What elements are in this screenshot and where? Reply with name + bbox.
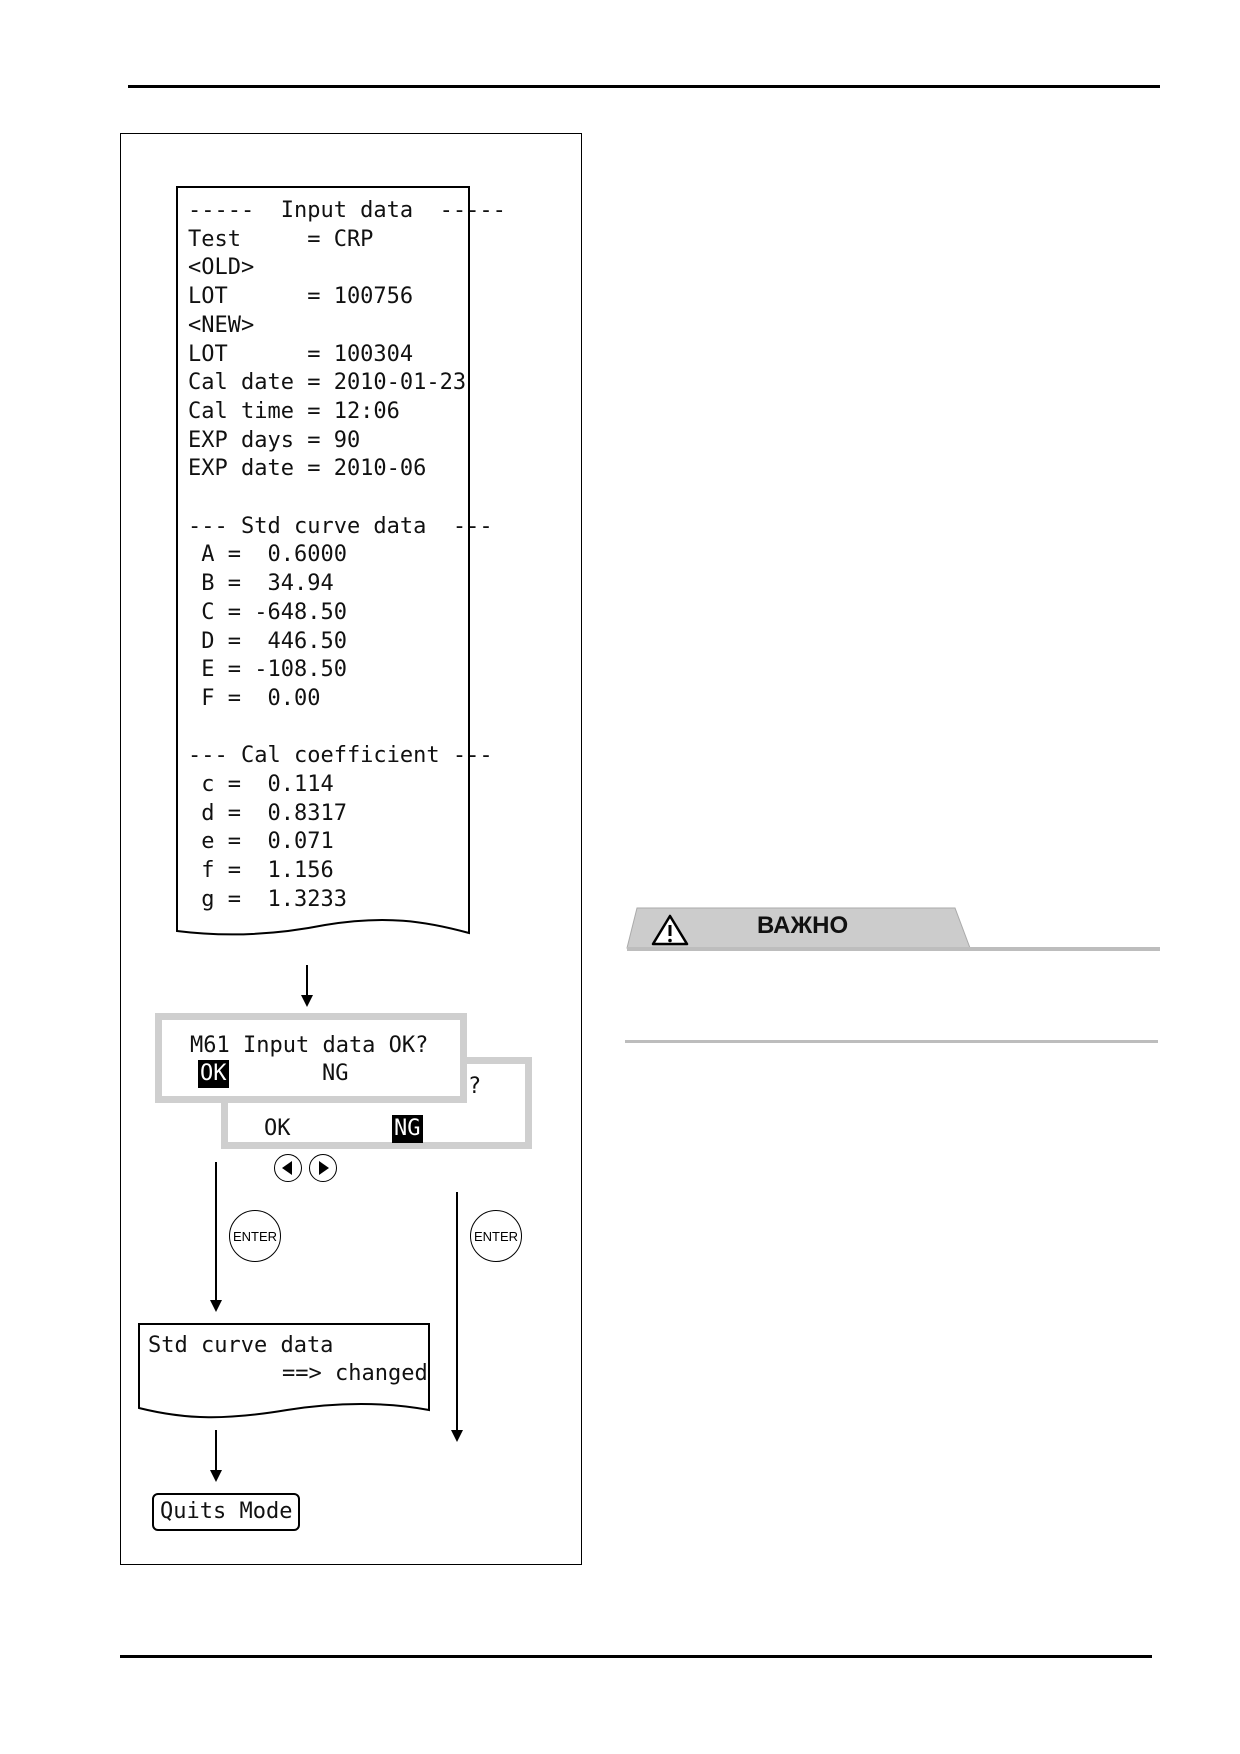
printout-line: F = 0.00 xyxy=(188,685,321,711)
quit-arrow xyxy=(210,1430,222,1482)
printout-line: ----- Input data ----- xyxy=(188,198,506,223)
printout-line: C = -648.50 xyxy=(188,599,347,625)
lcd-screen-ok-selected: M61 Input data OK? OK NG xyxy=(155,1013,467,1103)
printout-line: f = 1.156 xyxy=(188,858,334,884)
lcd-back-ok-option[interactable]: OK xyxy=(264,1116,291,1141)
printout-paper xyxy=(176,186,470,936)
printout-line: e = 0.071 xyxy=(188,829,334,855)
right-arrow-icon xyxy=(319,1161,329,1175)
printout-line: Cal date = 2010-01-23 xyxy=(188,370,467,396)
printout-line: LOT = 100304 xyxy=(188,341,414,367)
left-arrow-button[interactable] xyxy=(274,1154,302,1182)
right-branch-arrow xyxy=(451,1192,463,1442)
right-arrow-button[interactable] xyxy=(309,1154,337,1182)
header-rule xyxy=(128,85,1160,88)
printout-line: <OLD> xyxy=(188,255,255,281)
warning-banner xyxy=(626,907,1160,951)
printout-line: EXP date = 2010-06 xyxy=(188,456,427,482)
printout-line: g = 1.3233 xyxy=(188,886,347,912)
printout-line: Cal time = 12:06 xyxy=(188,398,400,424)
figure-frame xyxy=(120,133,582,1565)
printout-line: --- Std curve data --- xyxy=(188,513,493,539)
printout-line: D = 446.50 xyxy=(188,628,347,654)
result-printout-text: Std curve data ==> changed xyxy=(148,1332,428,1388)
printout-line: Test = CRP xyxy=(188,226,374,252)
printout-line: E = -108.50 xyxy=(188,657,347,683)
printout-line: EXP days = 90 xyxy=(188,427,361,453)
printout-line: LOT = 100756 xyxy=(188,284,414,310)
lcd-back-question: ? xyxy=(468,1074,482,1099)
result-line-1: Std curve data xyxy=(148,1333,334,1358)
lcd-ok-option[interactable]: OK xyxy=(198,1060,229,1088)
lcd-back-ng-option[interactable]: NG xyxy=(392,1115,423,1143)
warning-end-rule xyxy=(625,1040,1158,1043)
printout-line: B = 34.94 xyxy=(188,571,334,597)
warning-label: ВАЖНО xyxy=(757,912,849,939)
printout-line: --- Cal coefficient --- xyxy=(188,743,493,769)
warning-triangle-icon xyxy=(651,914,689,946)
down-arrow xyxy=(301,965,313,1007)
enter-button-right[interactable]: ENTER xyxy=(470,1210,522,1262)
printout-line: <NEW> xyxy=(188,312,255,338)
left-arrow-icon xyxy=(282,1161,292,1175)
printout-line: d = 0.8317 xyxy=(188,800,347,826)
result-printout-paper xyxy=(138,1323,430,1419)
left-branch-arrow xyxy=(210,1162,222,1312)
lcd-prompt: M61 Input data OK? xyxy=(190,1033,429,1058)
result-line-2: ==> changed xyxy=(282,1361,428,1386)
quits-mode-label: Quits Mode xyxy=(152,1493,301,1531)
lcd-ng-option[interactable]: NG xyxy=(322,1061,349,1086)
printout-line: c = 0.114 xyxy=(188,772,334,797)
enter-button-left[interactable]: ENTER xyxy=(229,1210,281,1262)
printout-line: A = 0.6000 xyxy=(188,542,347,568)
footer-rule xyxy=(120,1655,1152,1658)
